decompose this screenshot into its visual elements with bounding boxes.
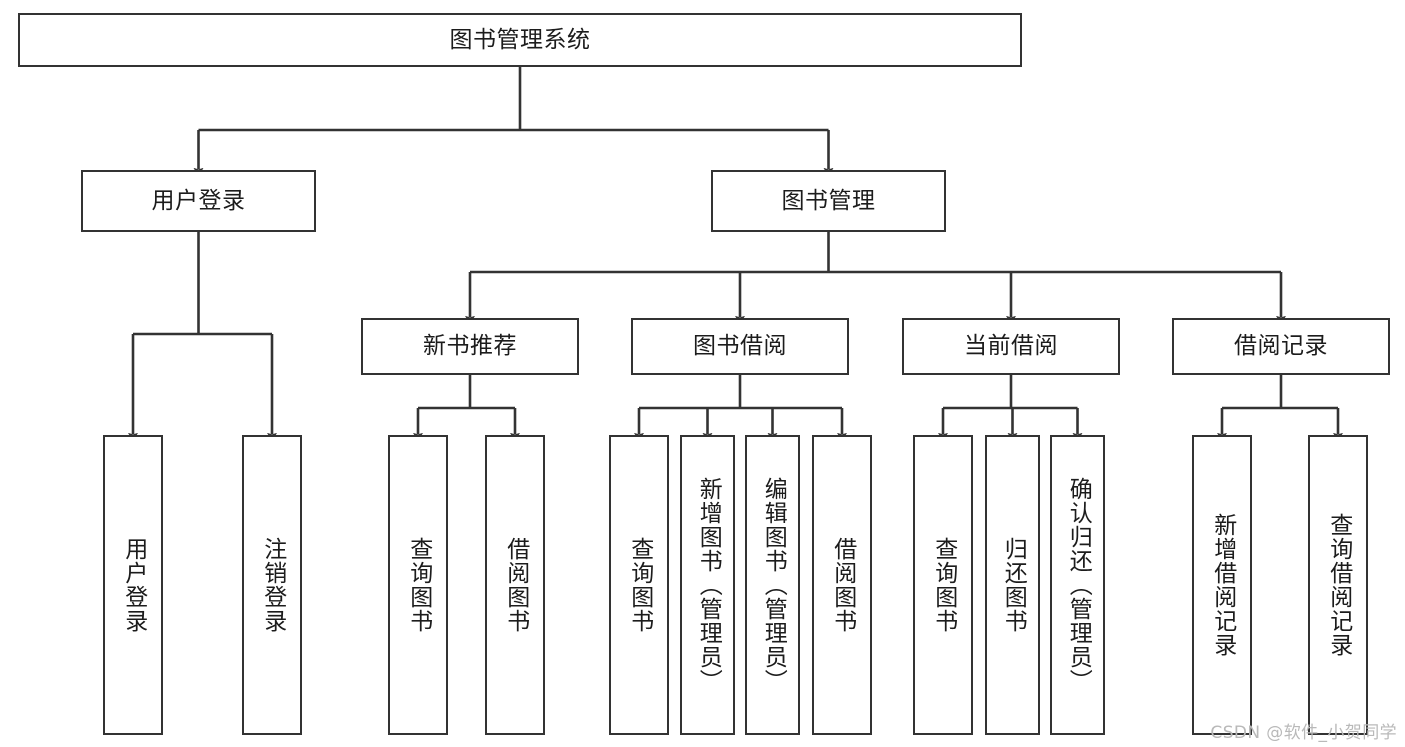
node-br-add: 新增图书（管理员） bbox=[680, 435, 735, 735]
node-cur-query: 查询图书 bbox=[913, 435, 973, 735]
node-br-borrow: 借阅图书 bbox=[812, 435, 872, 735]
node-label: 图书管理系统 bbox=[449, 26, 591, 53]
node-new-query: 查询图书 bbox=[388, 435, 448, 735]
node-br-query: 查询图书 bbox=[609, 435, 669, 735]
node-label: 查询借阅记录 bbox=[1325, 513, 1352, 657]
node-current: 当前借阅 bbox=[902, 318, 1120, 375]
node-label: 借阅图书 bbox=[829, 537, 856, 633]
node-label: 编辑图书（管理员） bbox=[760, 477, 787, 693]
node-label: 确认归还（管理员） bbox=[1065, 477, 1092, 693]
node-label: 新增图书（管理员） bbox=[695, 477, 722, 693]
node-bookmgmt: 图书管理 bbox=[711, 170, 946, 232]
node-label: 借阅记录 bbox=[1234, 333, 1328, 360]
node-login: 用户登录 bbox=[81, 170, 316, 232]
node-login-in: 用户登录 bbox=[103, 435, 163, 735]
node-records: 借阅记录 bbox=[1172, 318, 1390, 375]
node-label: 新增借阅记录 bbox=[1209, 513, 1236, 657]
node-label: 图书借阅 bbox=[693, 333, 787, 360]
node-new-borrow: 借阅图书 bbox=[485, 435, 545, 735]
node-root: 图书管理系统 bbox=[18, 13, 1022, 67]
node-label: 图书管理 bbox=[781, 187, 876, 214]
node-login-out: 注销登录 bbox=[242, 435, 302, 735]
node-rec-query: 查询借阅记录 bbox=[1308, 435, 1368, 735]
watermark-text: CSDN @软件_小贺同学 bbox=[1210, 723, 1397, 743]
node-cur-return: 归还图书 bbox=[985, 435, 1040, 735]
node-label: 当前借阅 bbox=[964, 333, 1058, 360]
node-newbook: 新书推荐 bbox=[361, 318, 579, 375]
node-label: 归还图书 bbox=[1000, 537, 1027, 633]
node-label: 借阅图书 bbox=[502, 537, 529, 633]
node-label: 用户登录 bbox=[120, 537, 147, 633]
node-borrow: 图书借阅 bbox=[631, 318, 849, 375]
node-label: 用户登录 bbox=[151, 187, 246, 214]
node-label: 新书推荐 bbox=[423, 333, 517, 360]
node-label: 查询图书 bbox=[405, 537, 432, 633]
node-label: 查询图书 bbox=[930, 537, 957, 633]
node-label: 注销登录 bbox=[259, 537, 286, 633]
node-br-edit: 编辑图书（管理员） bbox=[745, 435, 800, 735]
node-rec-add: 新增借阅记录 bbox=[1192, 435, 1252, 735]
node-label: 查询图书 bbox=[626, 537, 653, 633]
node-cur-confirm: 确认归还（管理员） bbox=[1050, 435, 1105, 735]
